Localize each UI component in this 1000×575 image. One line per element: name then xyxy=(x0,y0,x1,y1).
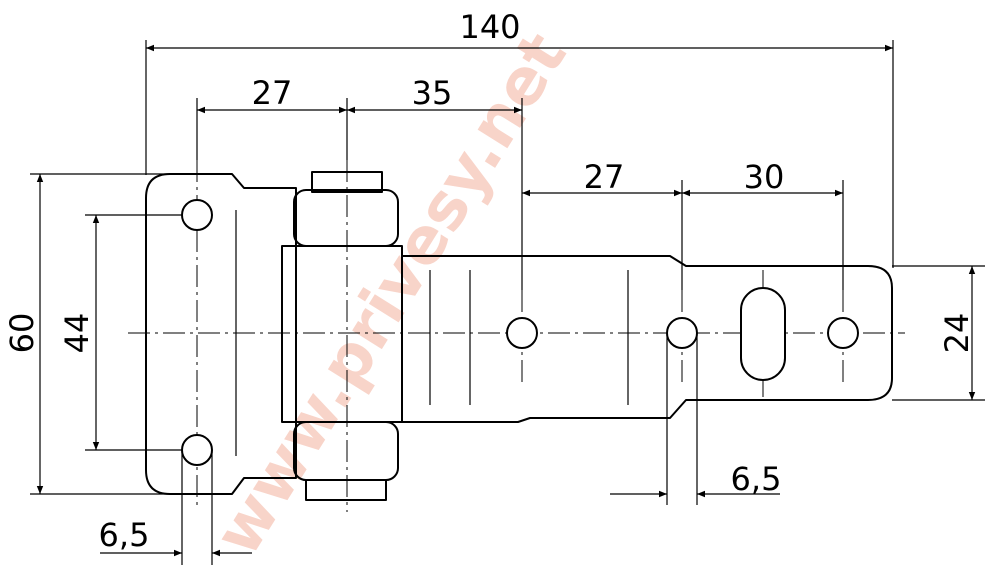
dim-text-right-hole-diameter: 6,5 xyxy=(731,460,782,498)
dim-text-left-height: 60 xyxy=(3,313,41,354)
dim-text-strap-width: 24 xyxy=(938,313,976,354)
left-plate-outline xyxy=(145,173,297,495)
dim-text-upper-middle: 35 xyxy=(412,74,453,112)
strap-hole-2 xyxy=(666,317,698,349)
dim-text-left-hole-diameter: 6,5 xyxy=(99,516,150,554)
strap-hole-1 xyxy=(506,317,538,349)
left-plate-hole-bottom xyxy=(181,434,213,466)
dim-text-right-first: 27 xyxy=(584,158,625,196)
dim-text-hole-spacing: 44 xyxy=(58,313,96,354)
dim-text-overall-length: 140 xyxy=(459,8,520,46)
strap-slot xyxy=(740,287,786,381)
dim-text-upper-left: 27 xyxy=(252,74,293,112)
hinge-pin-cap-bottom xyxy=(305,479,387,501)
strap-hole-3 xyxy=(827,317,859,349)
dim-text-right-second: 30 xyxy=(744,158,785,196)
right-strap-outline xyxy=(402,255,893,423)
left-plate-hole-top xyxy=(181,199,213,231)
